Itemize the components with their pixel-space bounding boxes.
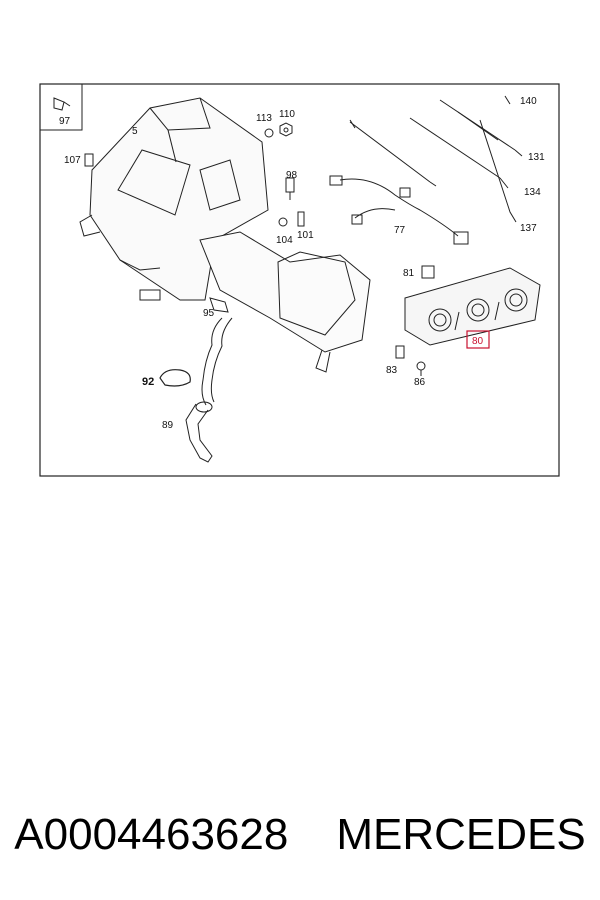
label-86: 86: [414, 377, 426, 388]
label-98: 98: [286, 170, 298, 181]
label-137: 137: [520, 223, 537, 234]
label-92: 92: [142, 376, 154, 388]
label-80: 80: [472, 336, 484, 347]
label-140: 140: [520, 96, 537, 107]
label-95: 95: [203, 308, 215, 319]
control-cables: [349, 95, 523, 223]
label-89: 89: [162, 420, 174, 431]
label-83: 83: [386, 365, 398, 376]
label-81: 81: [403, 268, 415, 279]
hose-clamp-92: [159, 369, 191, 387]
label-110: 110: [279, 109, 295, 120]
highlight-box-80: [466, 330, 490, 349]
label-77: 77: [394, 225, 406, 236]
diagram-frame: [39, 83, 560, 477]
corner-box-97: [39, 83, 83, 131]
label-97: 97: [59, 116, 71, 127]
part-83-86-screws: [395, 345, 426, 376]
label-101: 101: [297, 230, 314, 241]
label-107: 107: [64, 155, 81, 166]
label-5: 5: [132, 126, 138, 137]
label-113: 113: [256, 113, 272, 124]
fasteners-upper: [264, 122, 305, 227]
label-131: 131: [528, 152, 545, 163]
blower-duct: [199, 231, 371, 373]
fastener-107: [84, 153, 94, 167]
drain-hose: [185, 317, 233, 463]
part-97-clip: [53, 97, 71, 111]
label-134: 134: [524, 187, 541, 198]
wiring-harness-77: [329, 175, 469, 245]
brand-name: MERCEDES: [336, 810, 586, 859]
control-unit-80: [404, 267, 541, 346]
label-104: 104: [276, 235, 293, 246]
parts-diagram: 97 5 107 113 110 98 104 101 140 131 134 …: [39, 83, 560, 477]
product-caption: A0004463628 MERCEDES: [0, 800, 600, 870]
part-number: A0004463628: [14, 810, 289, 859]
part-81-connector: [421, 265, 435, 279]
